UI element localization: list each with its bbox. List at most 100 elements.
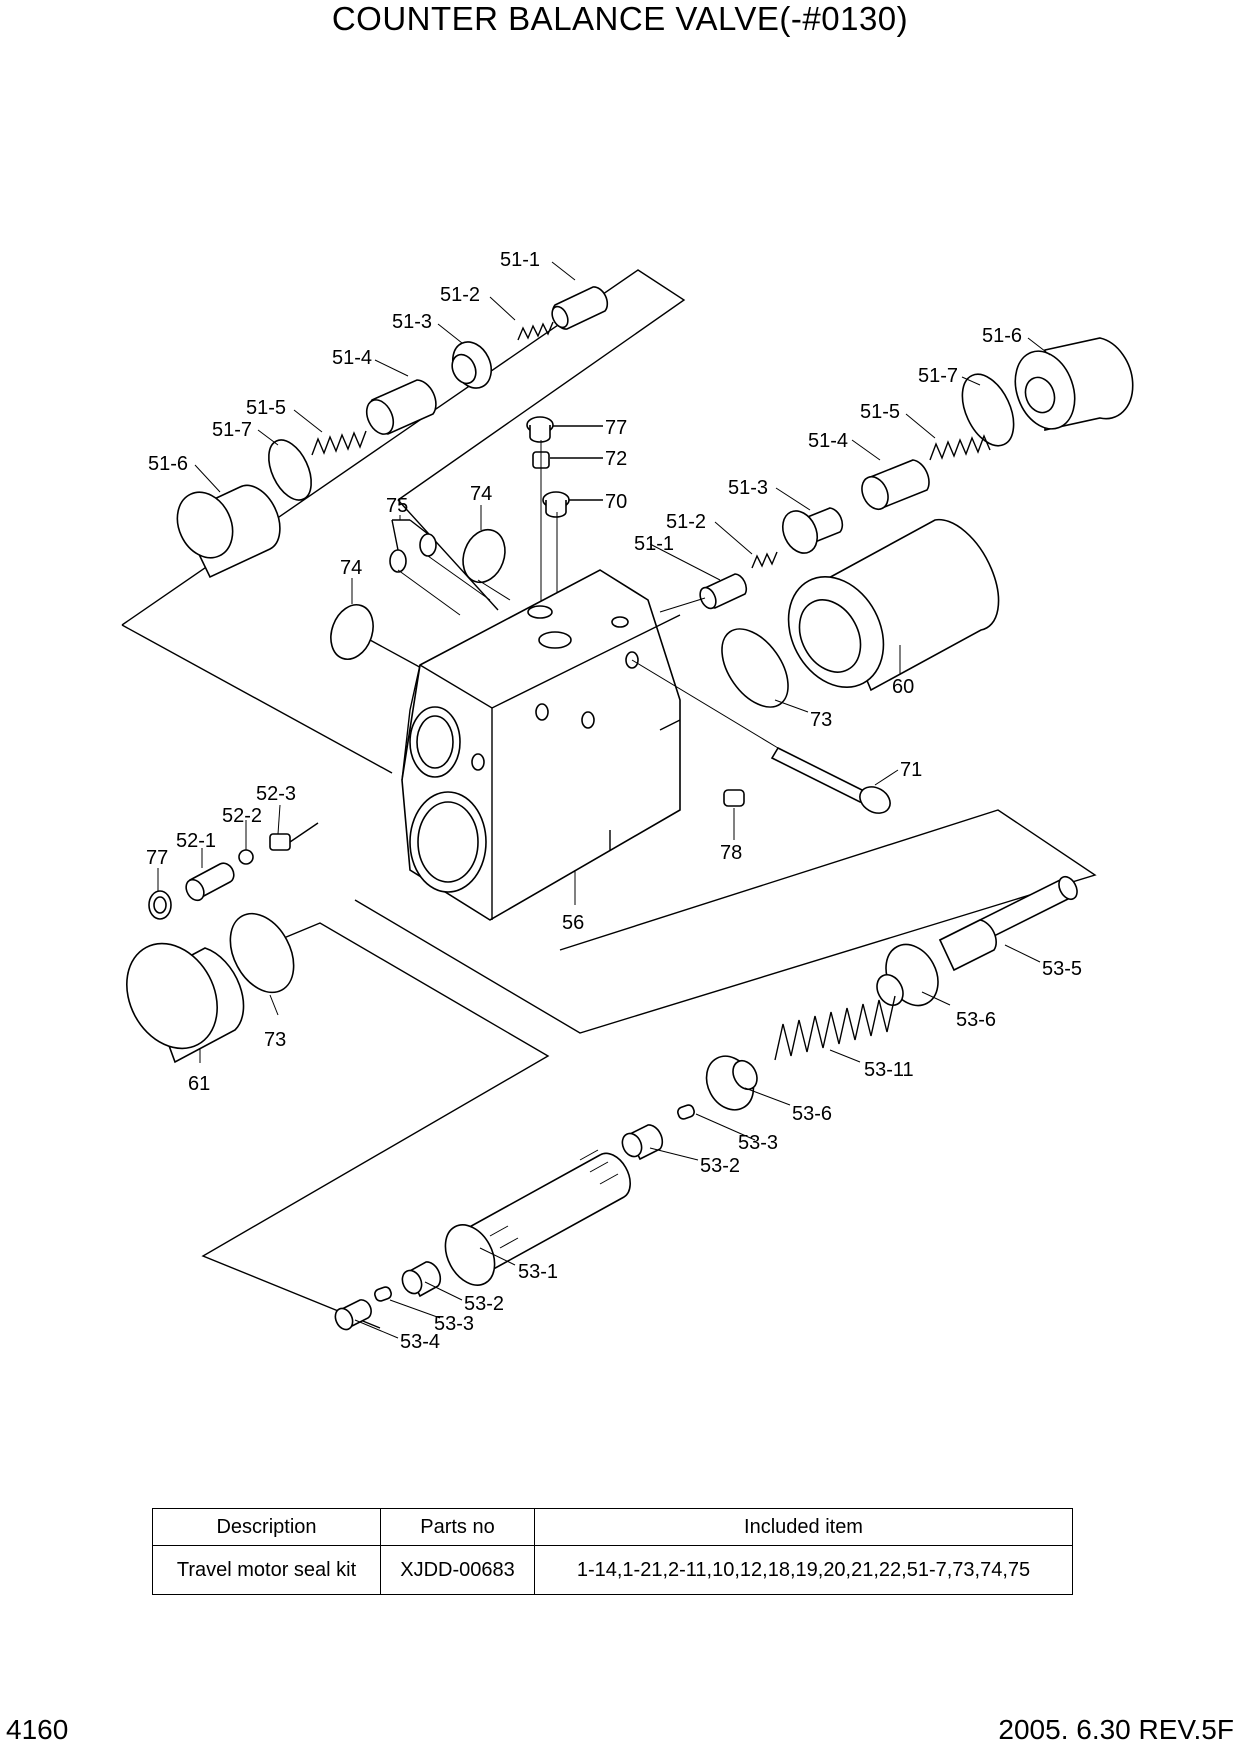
leader-lines [157, 261, 1051, 1339]
leader-75-1 [397, 569, 461, 616]
part-72-plug [532, 451, 603, 469]
label-51-1: 51-1 [500, 249, 540, 271]
cell-included-item: 1-14,1-21,2-11,10,12,18,19,20,21,22,51-7… [534, 1545, 1073, 1595]
label-74: 74 [340, 557, 362, 579]
part-73-oring-upper [721, 628, 789, 708]
part-71-bolt [631, 659, 891, 814]
label-53-6: 53-6 [956, 1009, 996, 1031]
page-title: COUNTER BALANCE VALVE(-#0130) [331, 0, 909, 37]
label-77: 77 [146, 847, 168, 869]
table-header-row: Description Parts no Included item [152, 1508, 1073, 1546]
label-73: 73 [264, 1029, 286, 1051]
part-53-2-plunger-lower [401, 1261, 442, 1298]
label-53-3: 53-3 [738, 1132, 778, 1154]
part-51-1-plunger-left [551, 286, 609, 330]
label-51-2: 51-2 [440, 284, 480, 306]
label-52-1: 52-1 [176, 830, 216, 852]
cell-parts-no: XJDD-00683 [380, 1545, 535, 1595]
label-51-6: 51-6 [148, 453, 188, 475]
label-77: 77 [605, 417, 627, 439]
part-74-oring-upper [462, 528, 506, 584]
part-51-5-spring-left [311, 430, 367, 456]
part-52-1-orifice [185, 862, 235, 902]
exploded-parts-diagram: 51-1 51-2 51-3 51-4 51-5 51-7 51-6 51-6 … [121, 249, 1134, 1353]
label-51-3: 51-3 [392, 311, 432, 333]
seal-kit-table: Description Parts no Included item Trave… [152, 1508, 1073, 1595]
part-74-oring-left [330, 604, 426, 671]
label-75: 75 [386, 495, 408, 517]
label-74: 74 [470, 483, 492, 505]
label-53-2: 53-2 [464, 1293, 504, 1315]
part-51-7-oring-left [268, 439, 312, 501]
revision-date: 2005. 6.30 REV.5F [998, 1714, 1234, 1745]
label-53-1: 53-1 [518, 1261, 558, 1283]
part-60-cap [787, 518, 1000, 692]
part-51-3-seat-right [781, 507, 844, 554]
part-53-3-pin-upper [677, 1104, 695, 1120]
column-header: Parts no [380, 1508, 535, 1546]
part-53-6-retainer-lower [705, 1055, 758, 1111]
page-number: 4160 [6, 1714, 69, 1745]
part-51-2-spring-left [517, 321, 554, 341]
part-53-5-stem [938, 875, 1078, 972]
part-51-3-seat-left [451, 341, 493, 389]
label-53-2: 53-2 [700, 1155, 740, 1177]
part-53-3-pin-lower [374, 1286, 392, 1302]
part-61-plug [126, 942, 245, 1064]
label-53-6: 53-6 [792, 1103, 832, 1125]
label-52-2: 52-2 [222, 805, 262, 827]
part-78-pin [723, 789, 745, 807]
part-51-6-plug-left [176, 484, 281, 579]
label-61: 61 [188, 1073, 210, 1095]
part-labels: 51-1 51-2 51-3 51-4 51-5 51-7 51-6 51-6 … [146, 249, 1082, 1353]
label-56: 56 [562, 912, 584, 934]
part-53-1-spool [444, 1149, 632, 1286]
label-51-3: 51-3 [728, 477, 768, 499]
group-outline-lower-left [201, 922, 550, 1329]
part-70-plug [542, 491, 603, 518]
cell-description: Travel motor seal kit [152, 1545, 381, 1595]
label-51-7: 51-7 [918, 365, 958, 387]
part-53-6-retainer-upper [876, 943, 939, 1007]
part-53-11-spring [774, 995, 896, 1061]
label-52-3: 52-3 [256, 783, 296, 805]
label-72: 72 [605, 448, 627, 470]
column-header: Description [152, 1508, 381, 1546]
label-51-2: 51-2 [666, 511, 706, 533]
label-60: 60 [892, 676, 914, 698]
table-row: Travel motor seal kit XJDD-00683 1-14,1-… [152, 1545, 1073, 1595]
label-53-5: 53-5 [1042, 958, 1082, 980]
part-51-4-piston-left [365, 379, 437, 435]
leader-51-1-body [659, 597, 706, 613]
label-71: 71 [900, 759, 922, 781]
part-51-1-plunger-right [699, 573, 748, 610]
group-outline-lower-right [354, 809, 1097, 1034]
part-51-2-spring-right [751, 551, 778, 569]
part-51-7-oring-right [961, 373, 1015, 447]
label-73: 73 [810, 709, 832, 731]
part-53-2-plunger-upper [621, 1124, 664, 1161]
part-52-3-fitting [269, 822, 319, 851]
label-51-1: 51-1 [634, 533, 674, 555]
part-51-5-spring-right [929, 434, 991, 461]
label-53-3: 53-3 [434, 1313, 474, 1335]
label-51-4: 51-4 [808, 430, 848, 452]
label-53-4: 53-4 [400, 1331, 440, 1353]
label-51-4: 51-4 [332, 347, 372, 369]
label-51-7: 51-7 [212, 419, 252, 441]
part-52-2-ball [238, 849, 254, 865]
label-70: 70 [605, 491, 627, 513]
label-51-5: 51-5 [246, 397, 286, 419]
part-73-oring-lower [229, 912, 295, 994]
group-outline-upper-left [121, 269, 686, 774]
leader-74-body [477, 579, 511, 601]
part-53-4-plug [334, 1299, 372, 1331]
part-56-valve-body [401, 569, 681, 921]
part-51-6-plug-right [1014, 337, 1134, 431]
label-78: 78 [720, 842, 742, 864]
part-77-plug-top [526, 416, 603, 443]
leader-75-2 [427, 555, 491, 601]
label-53-11: 53-11 [864, 1059, 914, 1081]
label-51-5: 51-5 [860, 401, 900, 423]
label-51-6: 51-6 [982, 325, 1022, 347]
